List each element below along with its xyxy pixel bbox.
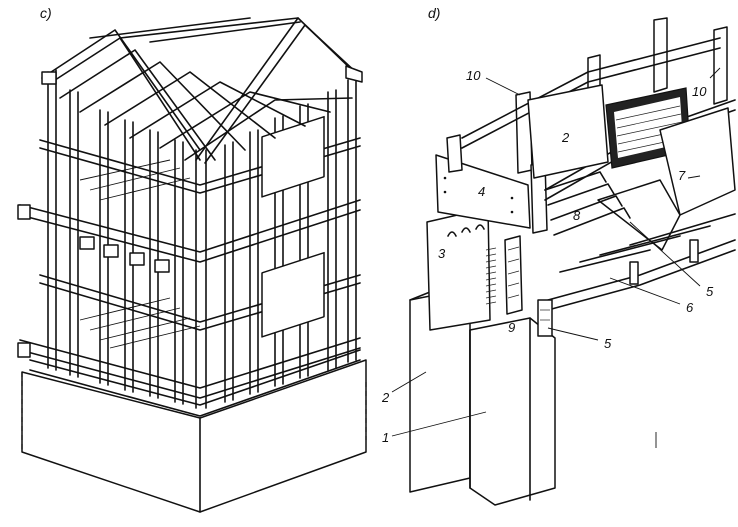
callout-1: 1 <box>382 430 389 445</box>
upper-window-opening <box>261 115 325 198</box>
callout-leaders <box>391 67 721 437</box>
block-1 <box>469 317 556 506</box>
left-wall-studs <box>47 69 207 409</box>
callout-7: 7 <box>678 168 686 183</box>
foundation-block <box>21 359 367 513</box>
panel-5 <box>597 179 681 251</box>
callout-4: 4 <box>478 184 485 199</box>
panel-9-hatch <box>507 246 520 299</box>
callout-5-upper: 5 <box>706 284 714 299</box>
callout-8: 8 <box>573 208 581 223</box>
callout-6: 6 <box>686 300 694 315</box>
callout-2-top: 2 <box>561 130 570 145</box>
panel-7 <box>659 107 736 216</box>
interior-joists <box>79 159 201 349</box>
panel-4-nails <box>443 176 514 214</box>
sill-block <box>537 299 553 337</box>
stud-rear-2 <box>653 17 668 93</box>
roof-rafters <box>41 17 361 164</box>
callout-9: 9 <box>508 320 515 335</box>
panel-4 <box>435 154 531 229</box>
panel-2-top <box>527 84 609 179</box>
stud-10-right <box>713 26 728 105</box>
dark-panel-texture <box>615 105 684 153</box>
callout-10-right: 10 <box>692 84 707 99</box>
stud-left <box>446 134 463 173</box>
callout-3: 3 <box>438 246 446 261</box>
panel-c-label: c) <box>40 5 52 21</box>
floor-joists-6 <box>547 213 736 311</box>
panel-3 <box>426 207 491 331</box>
callout-2-lower: 2 <box>381 390 390 405</box>
panel-3-slots <box>447 224 497 305</box>
panel-9 <box>504 235 523 315</box>
panel-d-label: d) <box>428 5 440 21</box>
panel-c-frame-drawing <box>17 17 367 513</box>
slats-8 <box>544 171 631 236</box>
right-wall-studs <box>224 75 357 403</box>
floor-plates <box>17 137 361 399</box>
callout-5-lower: 5 <box>604 336 612 351</box>
lower-window-opening <box>261 251 325 338</box>
panel-d-wall-assembly <box>391 17 736 506</box>
callout-10-left: 10 <box>466 68 481 83</box>
